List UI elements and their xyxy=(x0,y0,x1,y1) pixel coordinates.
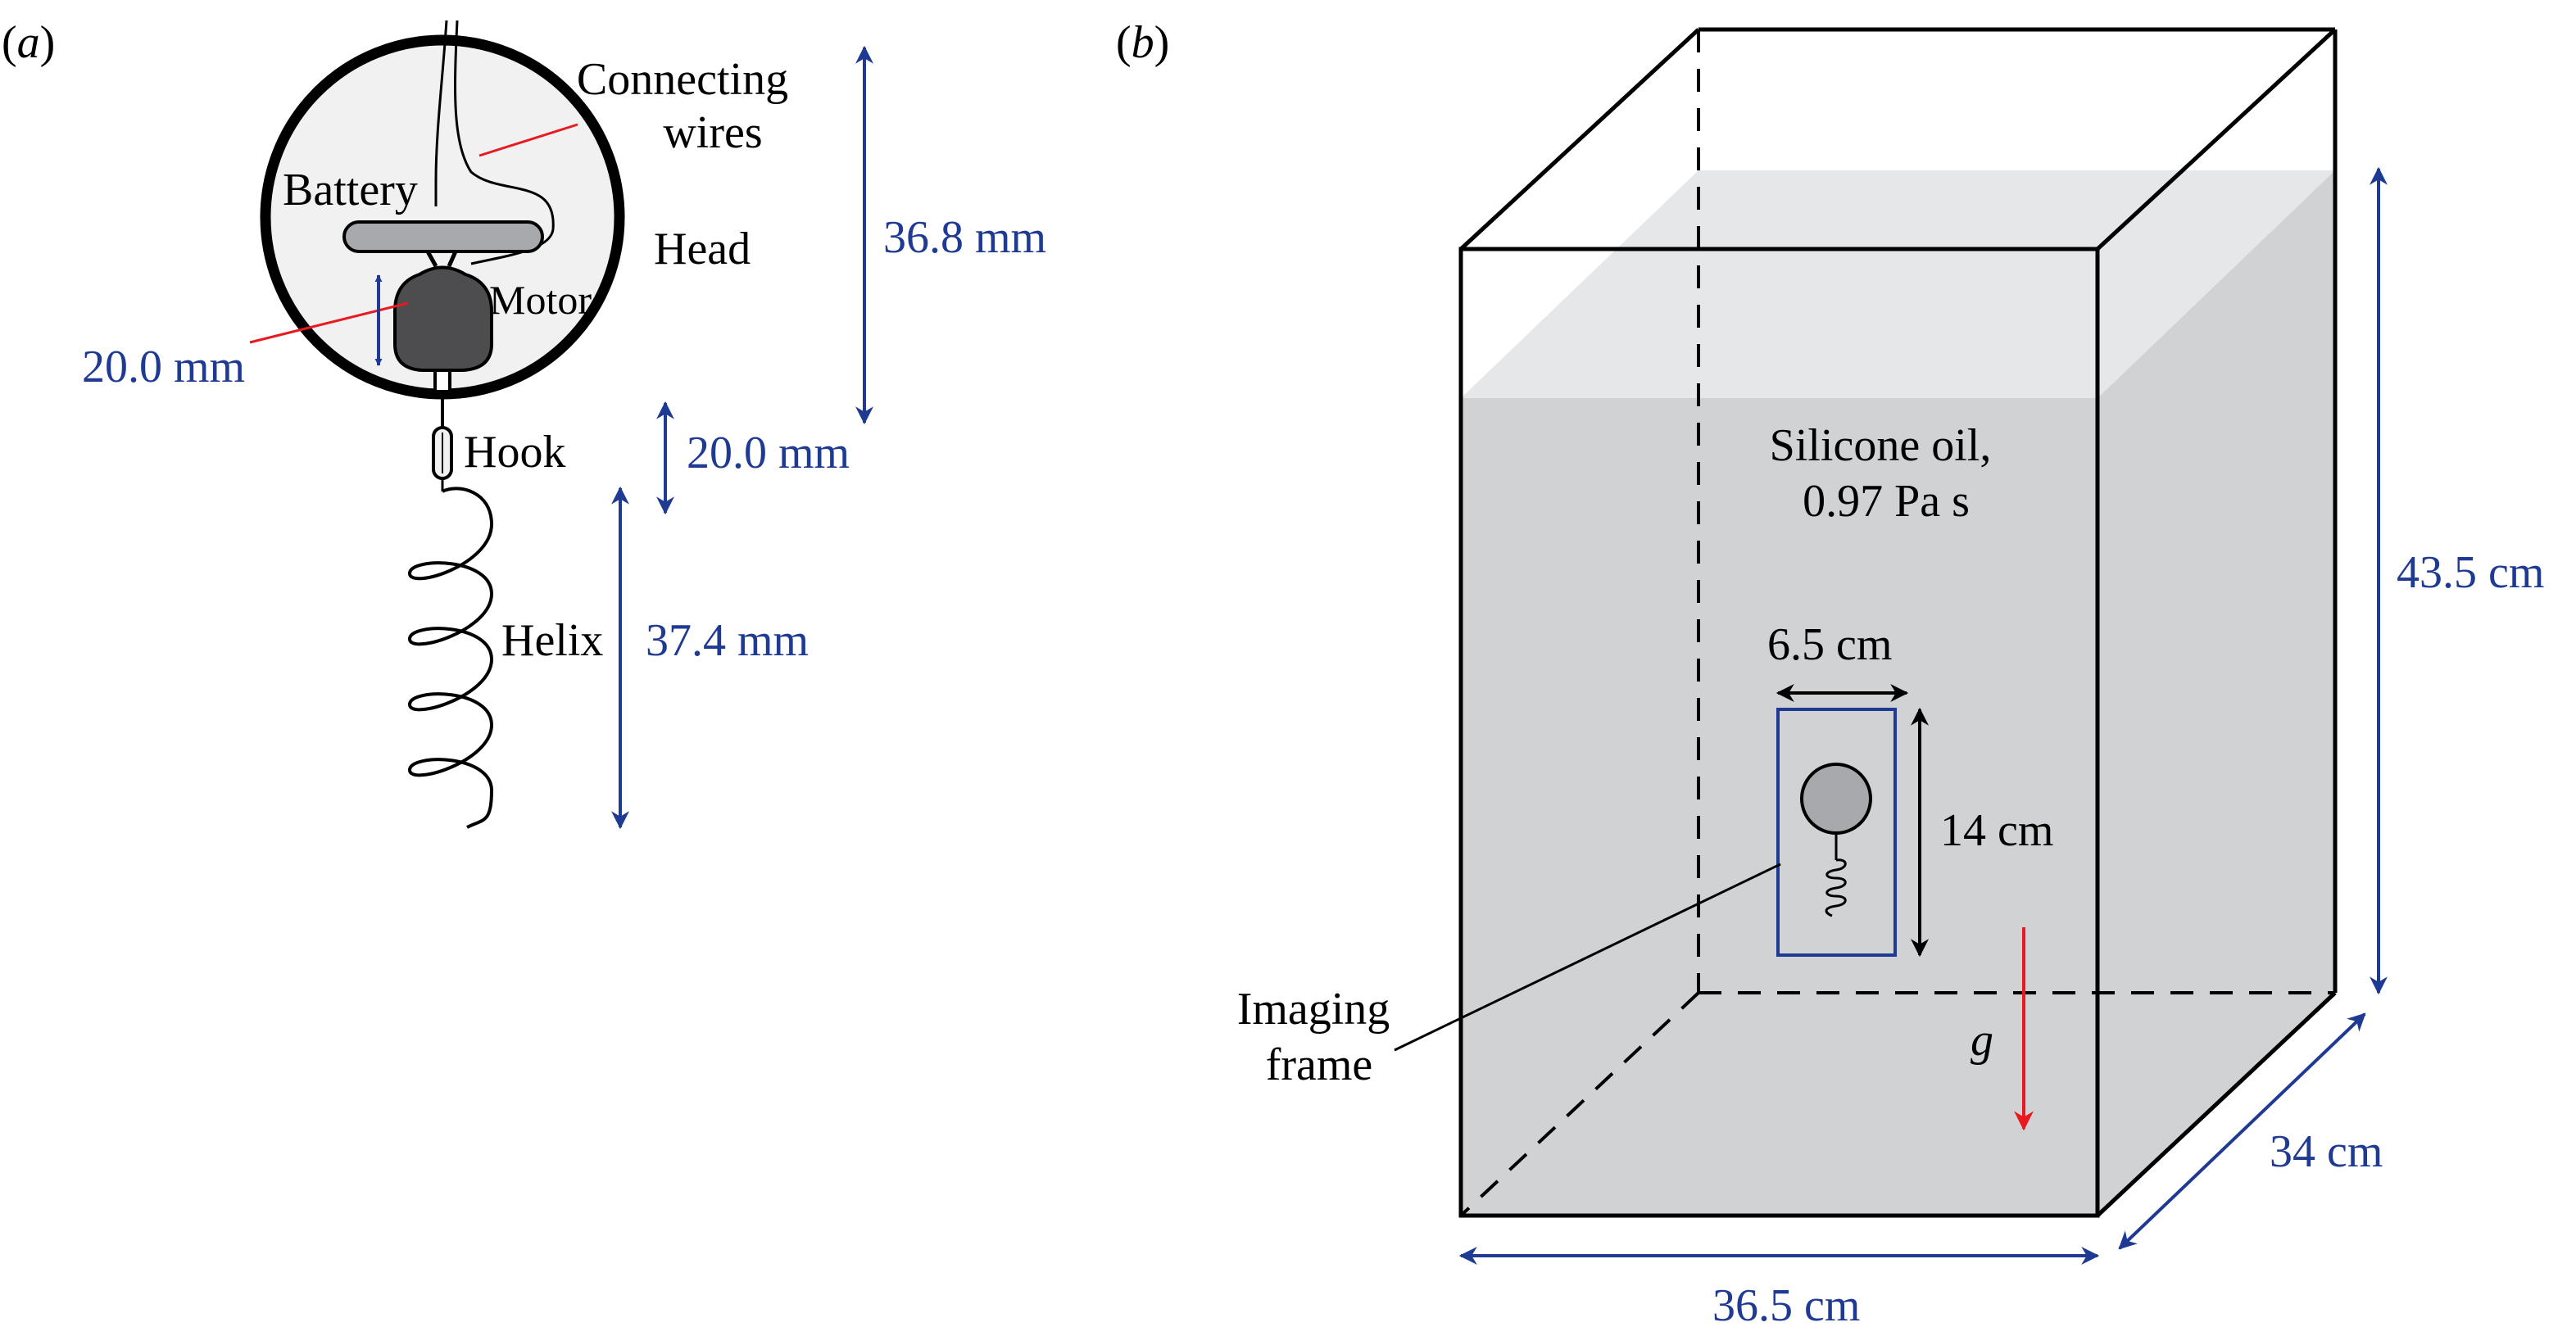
motor-label: Motor xyxy=(489,277,592,323)
tank-depth-label: 34 cm xyxy=(2270,1126,2383,1177)
swimmer-helix xyxy=(1825,858,1847,917)
swimmer-head xyxy=(1800,763,1872,835)
imaging-frame-label: Imaging frame xyxy=(1237,984,1402,1090)
fluid-label: Silicone oil, 0.97 Pa s xyxy=(1770,420,2003,527)
tank-depth-arrow xyxy=(2118,1012,2366,1250)
panel-a: (a) Connecting wires Battery He xyxy=(2,17,1046,830)
tank-height-label: 43.5 cm xyxy=(2397,547,2544,598)
battery xyxy=(342,220,544,253)
wires-leader-line xyxy=(478,123,578,157)
head-label: Head xyxy=(654,224,751,274)
helix xyxy=(407,487,494,829)
connecting-wires-label: Connecting wires xyxy=(577,54,800,158)
connecting-wire-outer xyxy=(434,20,448,206)
panel-b-label: (b) xyxy=(1116,17,1169,68)
imaging-frame-leader xyxy=(1394,863,1781,1052)
hook-dimension-label: 20.0 mm xyxy=(687,428,850,478)
motor-dimension-label: 20.0 mm xyxy=(82,342,245,392)
motor-shaft xyxy=(433,369,451,393)
hook-label: Hook xyxy=(464,427,565,478)
panel-b: (b) Silicone oil, 0.97 Pa s xyxy=(1116,17,2544,1331)
frame-height-label: 14 cm xyxy=(1940,805,2053,856)
tank-width-label: 36.5 cm xyxy=(1712,1280,1860,1331)
panel-a-label: (a) xyxy=(2,17,55,68)
gravity-label: g xyxy=(1971,1015,1993,1066)
helix-label: Helix xyxy=(501,615,603,666)
head-dimension-label: 36.8 mm xyxy=(883,212,1046,263)
tank-hidden-edges xyxy=(1459,29,2335,1217)
fluid-side xyxy=(2098,170,2335,1216)
motor xyxy=(393,265,493,372)
motor-contacts xyxy=(425,250,458,268)
frame-width-label: 6.5 cm xyxy=(1767,619,1892,670)
fluid-surface xyxy=(1461,170,2335,398)
battery-label: Battery xyxy=(283,165,418,215)
helix-dimension-label: 37.4 mm xyxy=(646,615,809,666)
